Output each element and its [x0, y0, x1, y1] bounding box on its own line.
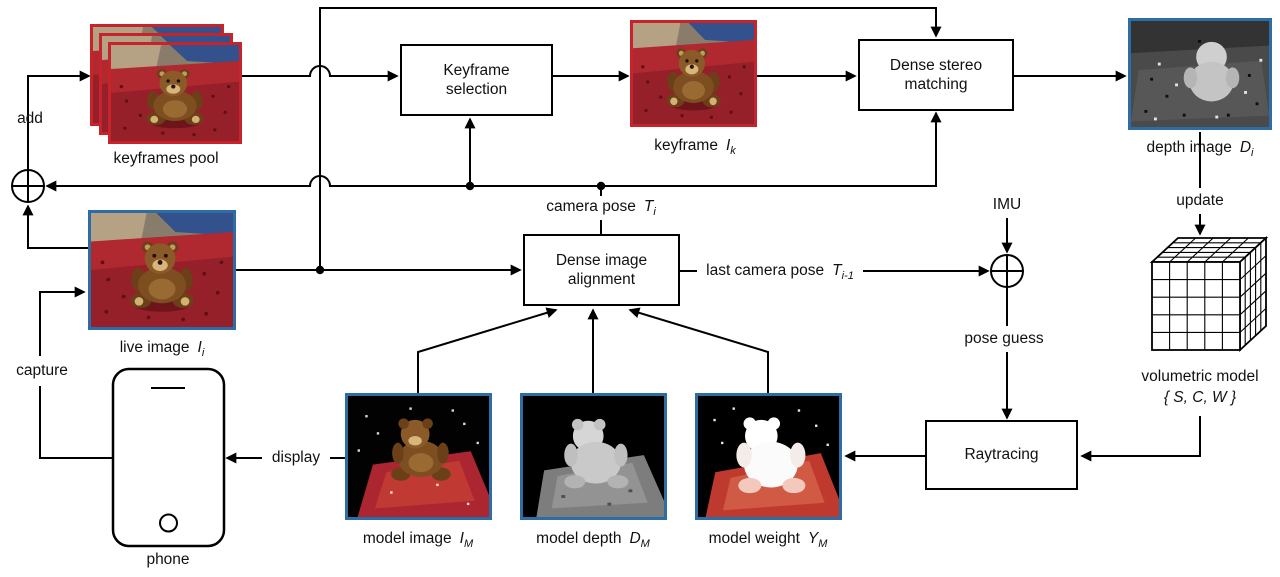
model-weight-image: [695, 393, 842, 520]
arrow-add-to-pool: [27, 70, 91, 170]
model-weight-label-text: model weight: [708, 530, 800, 547]
phone-icon: [111, 367, 226, 548]
arrow-model-weight-to-alignment: [628, 307, 769, 393]
keyframes-pool-image-front: [108, 42, 242, 144]
arrow-camera-pose-to-add: [45, 175, 601, 192]
last-camera-pose-symbol: Ti-1: [832, 262, 854, 283]
model-image: [345, 393, 492, 520]
live-image-label: live image Ii: [120, 339, 205, 359]
model-image-label: model image IM: [363, 530, 473, 550]
live-image-label-text: live image: [119, 339, 190, 356]
keyframe-selection-line2: selection: [445, 81, 508, 98]
dense-image-alignment-box: Dense image alignment: [523, 234, 680, 306]
keyframe-selection-line1: Keyframe: [443, 61, 510, 79]
pose-guess-label: pose guess: [964, 330, 1044, 347]
keyframe-symbol: Ik: [725, 137, 736, 158]
live-image-symbol: Ii: [197, 339, 205, 360]
junction-dot: [465, 181, 475, 191]
arrow-camera-pose-to-stereo-bottom: [601, 111, 942, 187]
add-label: add: [17, 110, 43, 127]
depth-image-symbol: Di: [1239, 139, 1254, 160]
junction-dot: [315, 265, 325, 275]
depth-image: [1128, 18, 1272, 130]
volumetric-model-label: volumetric model: [1141, 368, 1259, 385]
connectors: [22, 7, 1206, 464]
display-label: display: [271, 449, 321, 466]
camera-pose-label: camera pose Ti: [546, 198, 656, 218]
model-weight-label: model weight YM: [709, 530, 828, 550]
depth-image-label-text: depth image: [1146, 139, 1232, 156]
model-depth-label-text: model depth: [536, 530, 622, 547]
dense-alignment-line2: alignment: [567, 271, 636, 288]
model-depth-image: [520, 393, 667, 520]
arrow-capture-to-live: [39, 286, 86, 356]
depth-image-label: depth image Di: [1147, 139, 1254, 159]
model-image-label-text: model image: [362, 530, 452, 547]
arrow-live-to-add: [22, 204, 88, 249]
volumetric-cube-icon: [1149, 235, 1269, 353]
phone-home-button: [159, 513, 178, 533]
update-label: update: [1176, 192, 1224, 209]
keyframe-label: keyframe Ik: [654, 137, 736, 157]
arrow-model-image-to-alignment: [417, 307, 558, 393]
pose-fusion-junction-icon: [990, 254, 1024, 288]
raytracing-box: Raytracing: [925, 420, 1078, 490]
last-camera-pose-label: last camera pose Ti-1: [706, 262, 854, 282]
junction-dots: [315, 181, 606, 275]
add-junction-icon: [11, 169, 45, 203]
volumetric-set-label: { S, C, W }: [1163, 389, 1237, 406]
junction-dot: [596, 181, 606, 191]
model-depth-symbol: DM: [629, 530, 650, 551]
arrow-live-to-stereo-top: [319, 7, 942, 270]
dense-stereo-line1: Dense stereo: [889, 56, 983, 74]
line-capture-lower: [39, 386, 113, 459]
model-image-symbol: IM: [459, 530, 474, 551]
keyframe-image: [630, 20, 757, 127]
live-image: [88, 210, 236, 330]
dense-stereo-matching-box: Dense stereo matching: [858, 39, 1014, 111]
model-weight-symbol: YM: [807, 530, 828, 551]
keyframe-selection-box: Keyframe selection: [400, 44, 553, 116]
camera-pose-symbol: Ti: [643, 198, 656, 219]
camera-pose-label-text: camera pose: [546, 198, 636, 215]
last-camera-pose-label-text: last camera pose: [706, 262, 825, 279]
raytracing-line1: Raytracing: [964, 446, 1039, 464]
dense-alignment-line1: Dense image: [555, 251, 648, 269]
dense-stereo-line2: matching: [904, 76, 968, 93]
phone-label: phone: [146, 551, 190, 568]
imu-label: IMU: [992, 196, 1022, 213]
keyframes-pool-label: keyframes pool: [113, 150, 219, 167]
keyframe-label-text: keyframe: [654, 137, 718, 154]
arrow-volume-to-raytracing: [1080, 416, 1201, 462]
capture-label: capture: [16, 362, 68, 379]
model-depth-label: model depth DM: [536, 530, 650, 550]
